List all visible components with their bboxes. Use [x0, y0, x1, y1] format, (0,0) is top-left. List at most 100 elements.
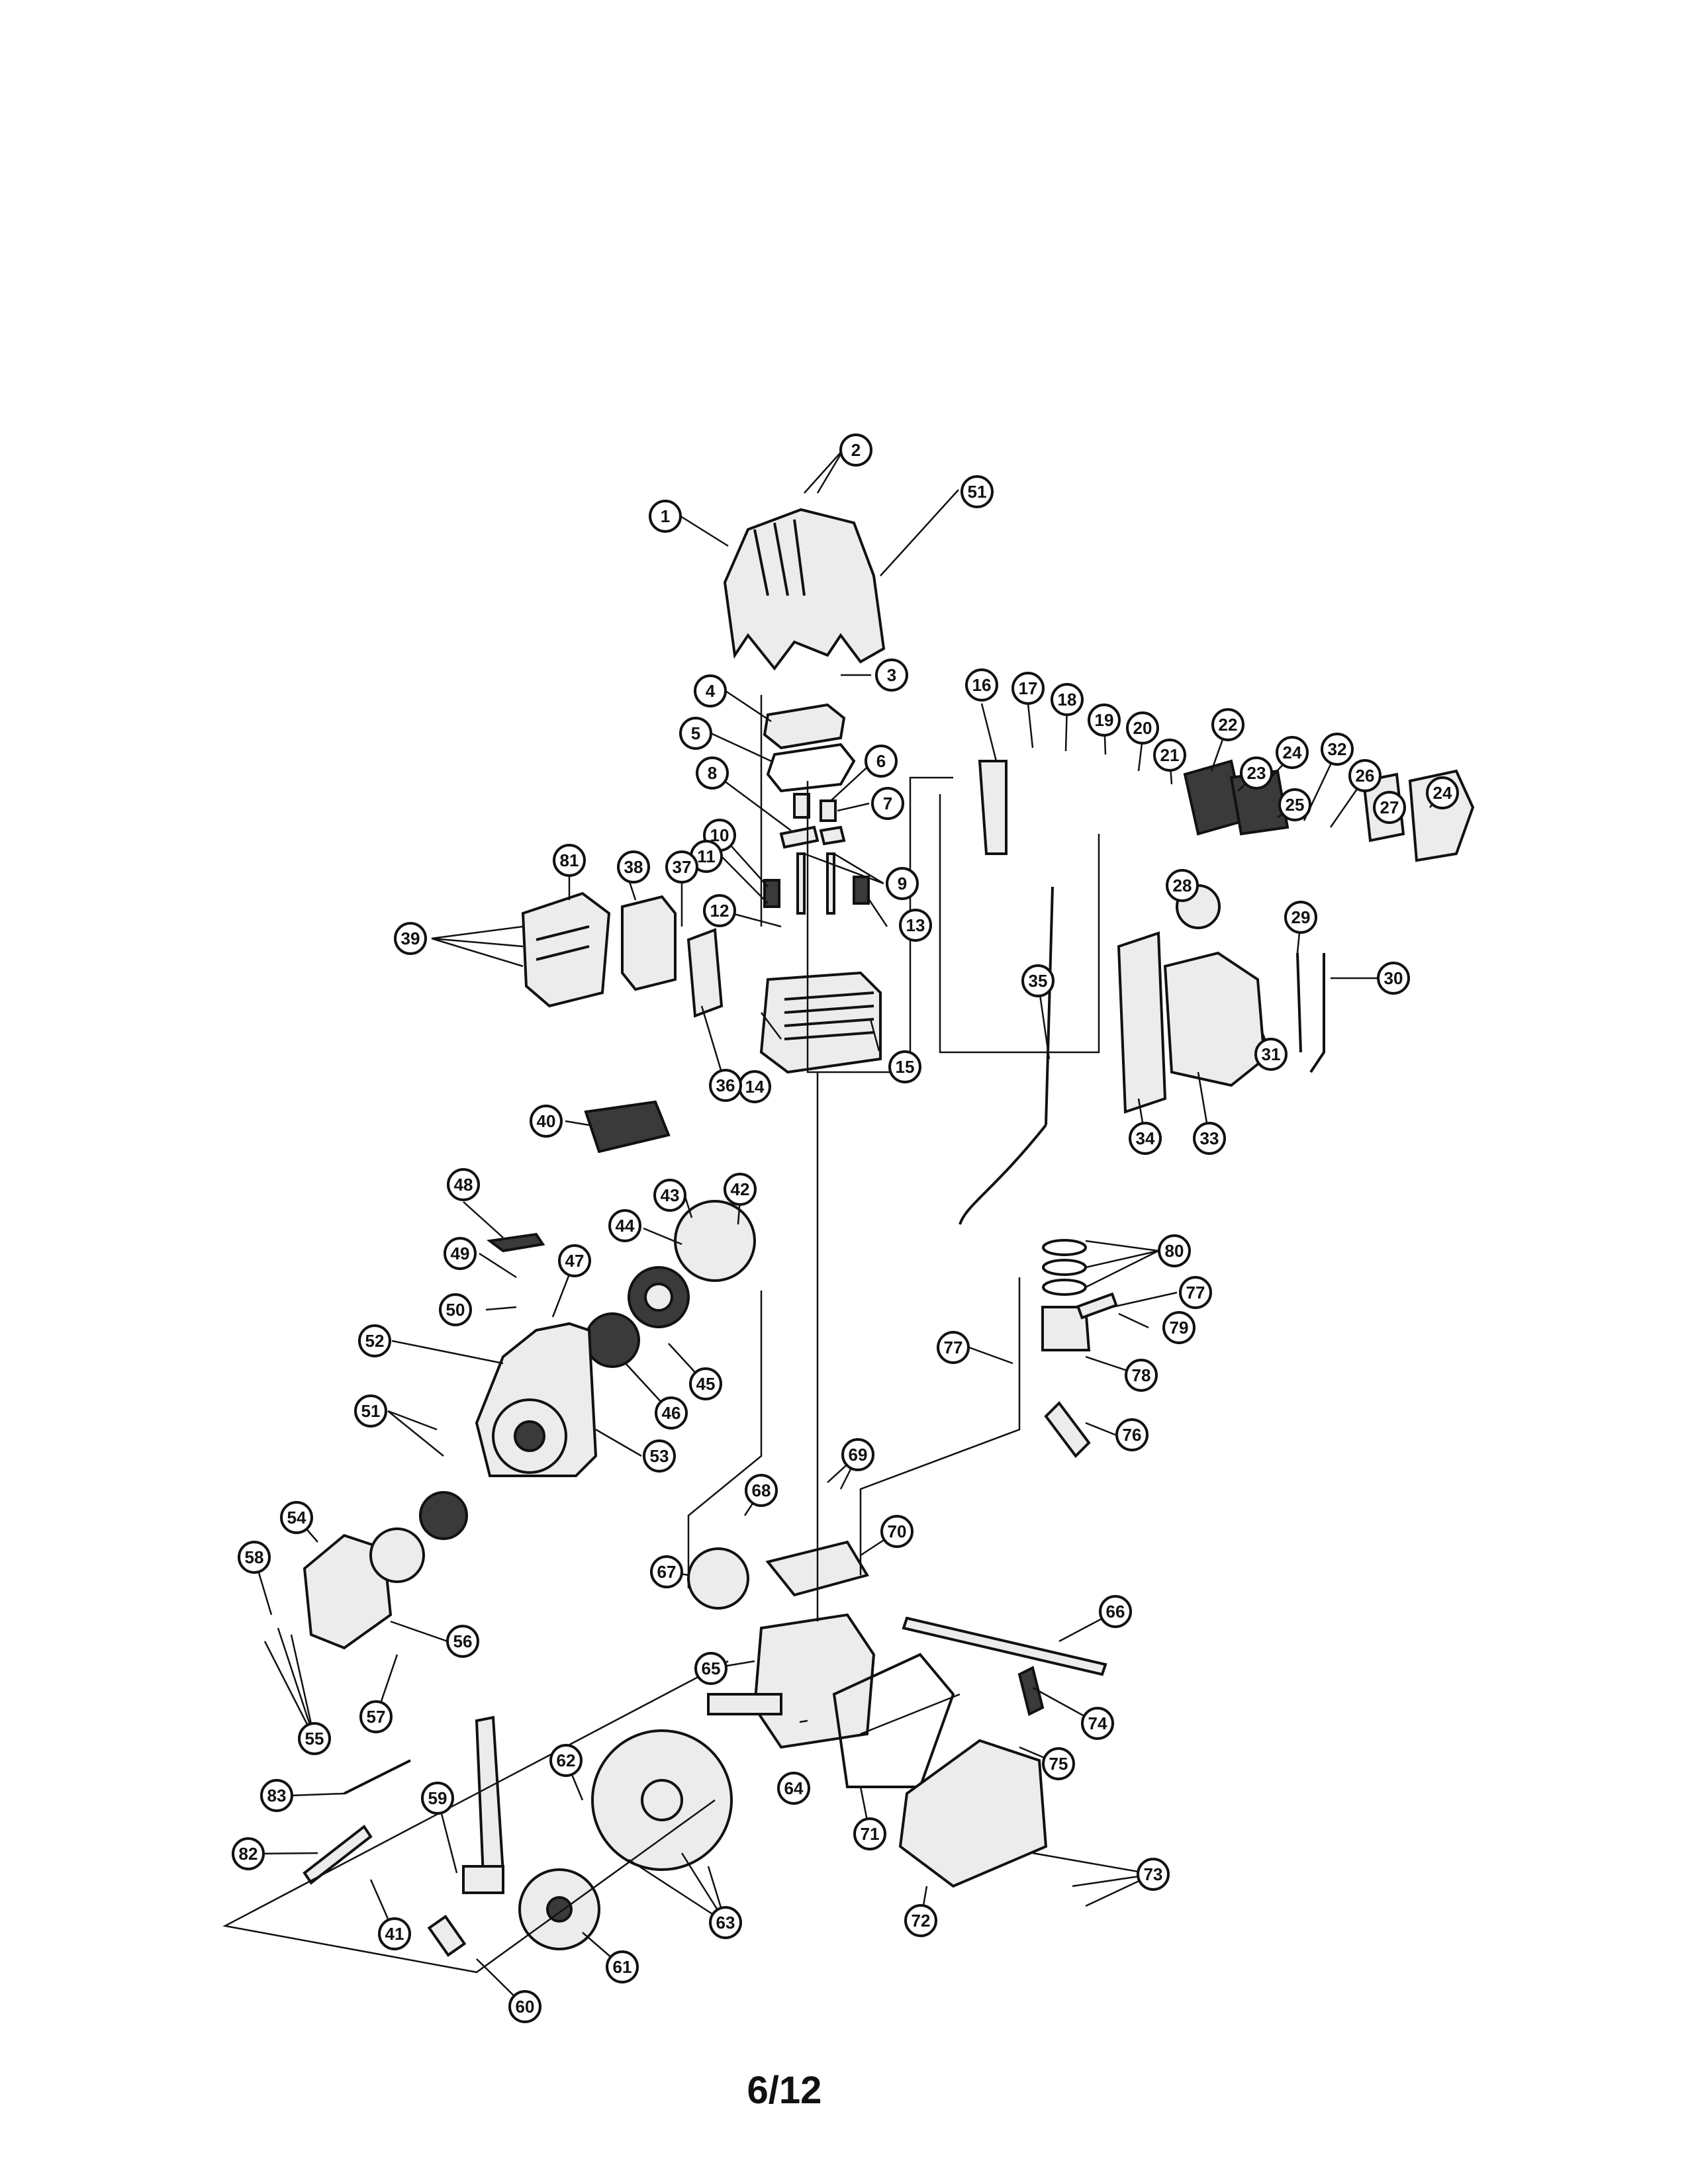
- callout-20: 20: [1126, 711, 1159, 745]
- carburetor-bracket: [978, 760, 1008, 855]
- callout-label: 51: [968, 482, 987, 502]
- tool: [303, 1825, 373, 1885]
- callout-26: 26: [1348, 759, 1382, 792]
- callout-label: 71: [861, 1824, 880, 1844]
- part-shapes: [303, 508, 1475, 1957]
- push-rod: [796, 852, 806, 915]
- ignition-coil: [475, 1715, 505, 1878]
- callout-label: 69: [849, 1445, 868, 1465]
- callout-label: 77: [1186, 1283, 1205, 1302]
- air-cleaner-cap: [763, 703, 846, 750]
- callout-8: 8: [696, 756, 729, 790]
- callout-73: 73: [1137, 1858, 1170, 1891]
- piston: [1041, 1306, 1091, 1351]
- callout-16: 16: [965, 668, 998, 702]
- callout-label: 15: [896, 1057, 915, 1077]
- callout-15: 15: [888, 1050, 921, 1083]
- callout-79: 79: [1162, 1311, 1196, 1344]
- muffler: [621, 895, 677, 991]
- callout-label: 4: [706, 681, 716, 701]
- callout-27: 27: [1373, 791, 1406, 824]
- fuel-tank-shield: [1117, 931, 1167, 1114]
- callout-label: 64: [784, 1778, 804, 1798]
- callout-label: 43: [661, 1185, 680, 1205]
- callout-label: 76: [1123, 1425, 1142, 1445]
- callout-48: 48: [447, 1168, 480, 1201]
- callout-14: 14: [738, 1070, 771, 1103]
- callout-label: 2: [851, 440, 861, 460]
- callout-36: 36: [709, 1069, 742, 1102]
- callout-23: 23: [1240, 756, 1273, 790]
- callout-59: 59: [421, 1782, 454, 1815]
- callout-34: 34: [1129, 1122, 1162, 1155]
- callout-label: 55: [305, 1729, 324, 1749]
- fuel-tank: [1163, 951, 1266, 1087]
- callouts: 1 2 51 3 4 5 6 7 8 9 10 11 12 13 14 15 1…: [232, 433, 1459, 2023]
- recoil-spring: [585, 1312, 640, 1368]
- callout-31: 31: [1254, 1038, 1288, 1071]
- callout-17: 17: [1011, 672, 1045, 705]
- callout-label: 11: [697, 846, 716, 866]
- callout-76: 76: [1115, 1418, 1149, 1451]
- callout-24: 24: [1426, 776, 1459, 809]
- callout-label: 65: [702, 1659, 721, 1678]
- callout-66: 66: [1099, 1595, 1132, 1628]
- callout-label: 24: [1283, 743, 1302, 762]
- callout-label: 7: [883, 794, 892, 813]
- callout-5: 5: [679, 717, 712, 750]
- callout-label: 63: [716, 1913, 735, 1933]
- callout-label: 27: [1380, 797, 1399, 817]
- callout-label: 48: [454, 1175, 473, 1195]
- callout-label: 26: [1356, 766, 1375, 786]
- callout-label: 35: [1029, 971, 1048, 991]
- callout-49: 49: [444, 1237, 477, 1270]
- starter-handle: [486, 1232, 545, 1253]
- callout-1: 1: [649, 500, 682, 533]
- callout-24: 24: [1276, 736, 1309, 769]
- callout-22: 22: [1211, 708, 1244, 741]
- callout-51: 51: [354, 1394, 387, 1428]
- callout-82: 82: [232, 1837, 265, 1870]
- starter-pulley: [674, 1200, 756, 1282]
- callout-label: 49: [451, 1244, 470, 1263]
- callout-18: 18: [1051, 683, 1084, 716]
- callout-label: 61: [613, 1957, 632, 1977]
- callout-30: 30: [1377, 962, 1410, 995]
- callout-label: 67: [657, 1562, 677, 1582]
- callout-40: 40: [530, 1105, 563, 1138]
- clutch-housing: [303, 1533, 393, 1650]
- callout-label: 9: [898, 874, 907, 893]
- callout-label: 3: [887, 665, 896, 685]
- callout-label: 21: [1160, 745, 1180, 765]
- callout-label: 23: [1247, 763, 1266, 783]
- callout-label: 34: [1136, 1128, 1155, 1148]
- heat-shield: [686, 928, 724, 1018]
- crankcase-gasket: [832, 1653, 955, 1788]
- shaft: [902, 1616, 1107, 1676]
- oil-filler: [1017, 1666, 1045, 1716]
- callout-9: 9: [886, 867, 919, 900]
- callout-label: 29: [1291, 907, 1311, 927]
- callout-6: 6: [865, 745, 898, 778]
- callout-label: 53: [650, 1446, 669, 1466]
- page-number: 6/12: [747, 2069, 822, 2112]
- callout-label: 25: [1286, 795, 1305, 815]
- callout-label: 8: [708, 763, 717, 783]
- callout-label: 6: [876, 751, 886, 771]
- callout-4: 4: [694, 674, 727, 707]
- oil-pan: [898, 1739, 1048, 1888]
- connecting-rod: [1044, 1400, 1091, 1459]
- callout-19: 19: [1088, 704, 1121, 737]
- callout-label: 1: [661, 506, 670, 526]
- callout-label: 83: [267, 1786, 287, 1805]
- callout-57: 57: [359, 1700, 393, 1733]
- callout-45: 45: [689, 1367, 722, 1400]
- callout-label: 54: [287, 1508, 306, 1527]
- pin: [427, 1915, 467, 1957]
- callout-label: 50: [446, 1300, 465, 1320]
- callout-label: 38: [624, 857, 643, 877]
- callout-label: 52: [365, 1331, 385, 1351]
- callout-37: 37: [665, 850, 698, 884]
- callout-72: 72: [904, 1904, 937, 1937]
- gasket: [766, 743, 856, 793]
